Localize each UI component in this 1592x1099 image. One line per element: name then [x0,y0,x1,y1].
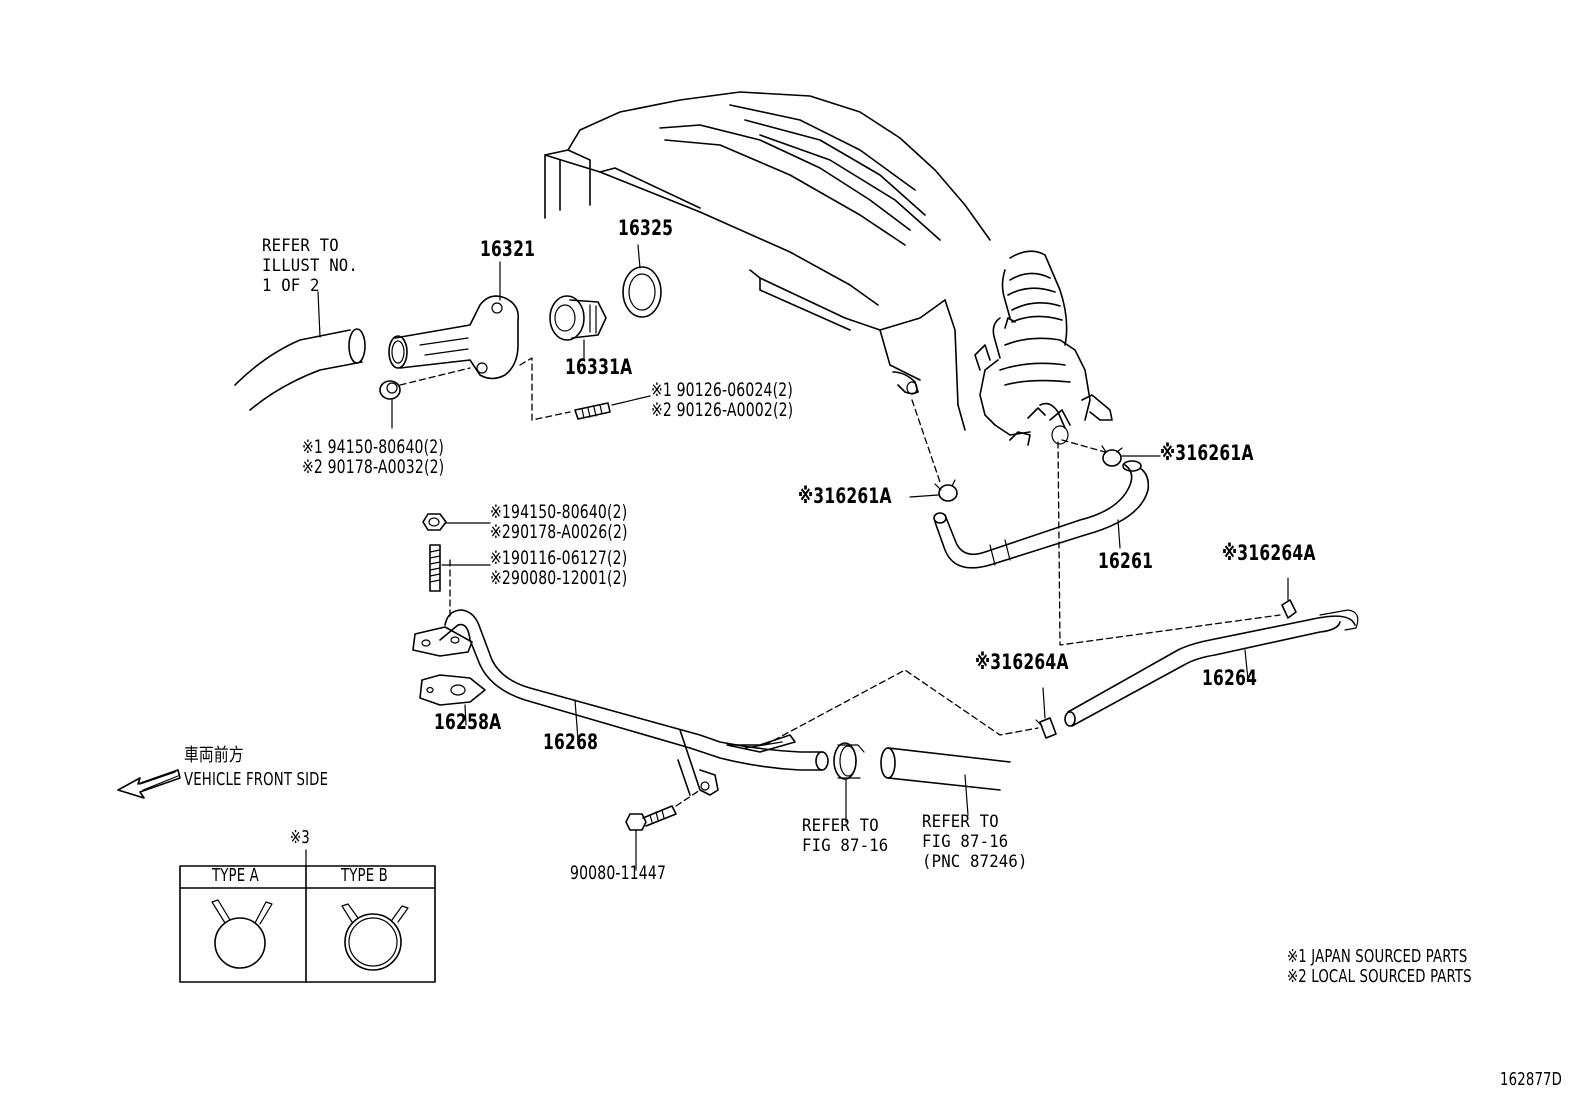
refer-fig-a-line1: REFER TO [802,816,879,836]
type-b-label: TYPE B [341,865,388,886]
dash-16264 [1057,441,1281,646]
vehicle-front-en: VEHICLE FRONT SIDE [184,769,329,790]
refer-illust-line2: ILLUST NO. [262,256,359,276]
part-16264A-mid-label: ※316264A [975,650,1069,674]
nut-mid-line2: ※290178-A0026(2) [490,521,628,543]
part-16258A-label: 16258A [434,710,502,734]
nut-top-line2: ※2 90178-A0032(2) [302,456,445,478]
type-a-label: TYPE A [212,865,259,886]
legend: ※1 JAPAN SOURCED PARTS ※2 LOCAL SOURCED … [1287,947,1472,987]
refer-illust-label: REFER TO ILLUST NO. 1 OF 2 [262,236,358,296]
stud-mid-line1: ※190116-06127(2) [490,547,628,569]
bolt-90080-11447 [625,789,701,871]
clamp-16261A-left [909,399,958,502]
nut-mid-label: ※194150-80640(2) ※290178-A0026(2) [490,502,628,542]
engine-block [544,91,991,431]
clamp-16264A-mid [1035,687,1057,739]
stud-mid [429,544,491,592]
part-16261A-left-label: ※316261A [798,484,892,508]
pipe-16268 [412,559,829,796]
upper-radiator-hose [234,291,366,411]
refer-illust-line3: 1 OF 2 [262,276,320,296]
refer-illust-line1: REFER TO [262,236,339,256]
part-16261A-right-label: ※316261A [1160,441,1254,465]
hose-16261 [933,460,1150,569]
clamp-ref-label: ※3 [290,827,310,848]
gasket-16325 [622,244,662,318]
part-16261-label: 16261 [1098,549,1154,573]
clamp-16264A-top [1281,577,1297,619]
hose-refer [880,747,1011,816]
illustration-id: 162877D [1500,1069,1563,1090]
refer-fig-b-label: REFER TO FIG 87-16 (PNC 87246) [922,812,1028,872]
refer-fig-a-label: REFER TO FIG 87-16 [802,816,888,856]
gasket-16258A [419,674,486,726]
part-16264A-top-label: ※316264A [1222,541,1316,565]
hose-16264 [1064,609,1359,727]
refer-fig-b-line1: REFER TO [922,812,999,832]
refer-fig-b-line3: (PNC 87246) [922,852,1028,872]
refer-fig-a-line2: FIG 87-16 [802,836,889,856]
vehicle-front-jp: 車両前方 [184,745,244,766]
stud-top-line2: ※2 90126-A0002(2) [651,399,794,421]
water-inlet-16321 [388,261,520,380]
part-16321-label: 16321 [480,237,536,261]
throttle-body [974,250,1113,446]
part-16331A-label: 16331A [565,355,633,379]
legend-line2: ※2 LOCAL SOURCED PARTS [1287,966,1472,987]
nut-left [379,367,471,429]
thermostat-16331A [549,295,607,359]
refer-fig-b-line2: FIG 87-16 [922,832,1009,852]
clamp-refer [833,742,865,823]
vehicle-front-arrow [117,769,181,799]
stud-mid-line2: ※290080-12001(2) [490,567,628,589]
part-16325-label: 16325 [618,216,674,240]
clamp-16261A-right [1061,439,1161,467]
stud-top [519,357,651,421]
nut-top-label: ※1 94150-80640(2) ※2 90178-A0032(2) [302,437,444,477]
nut-mid [422,513,491,531]
part-16264-label: 16264 [1202,666,1258,690]
nut-mid-line1: ※194150-80640(2) [490,501,628,523]
nut-top-line1: ※1 94150-80640(2) [302,436,444,458]
bolt-label: 90080-11447 [570,862,667,884]
stud-top-line1: ※1 90126-06024(2) [651,379,793,401]
stud-mid-label: ※190116-06127(2) ※290080-12001(2) [490,548,627,588]
legend-line1: ※1 JAPAN SOURCED PARTS [1287,946,1468,967]
clamp-type-table [179,849,436,983]
dash-bracket [764,669,1039,746]
stud-top-label: ※1 90126-06024(2) ※2 90126-A0002(2) [651,380,793,420]
part-16268-label: 16268 [543,730,599,754]
